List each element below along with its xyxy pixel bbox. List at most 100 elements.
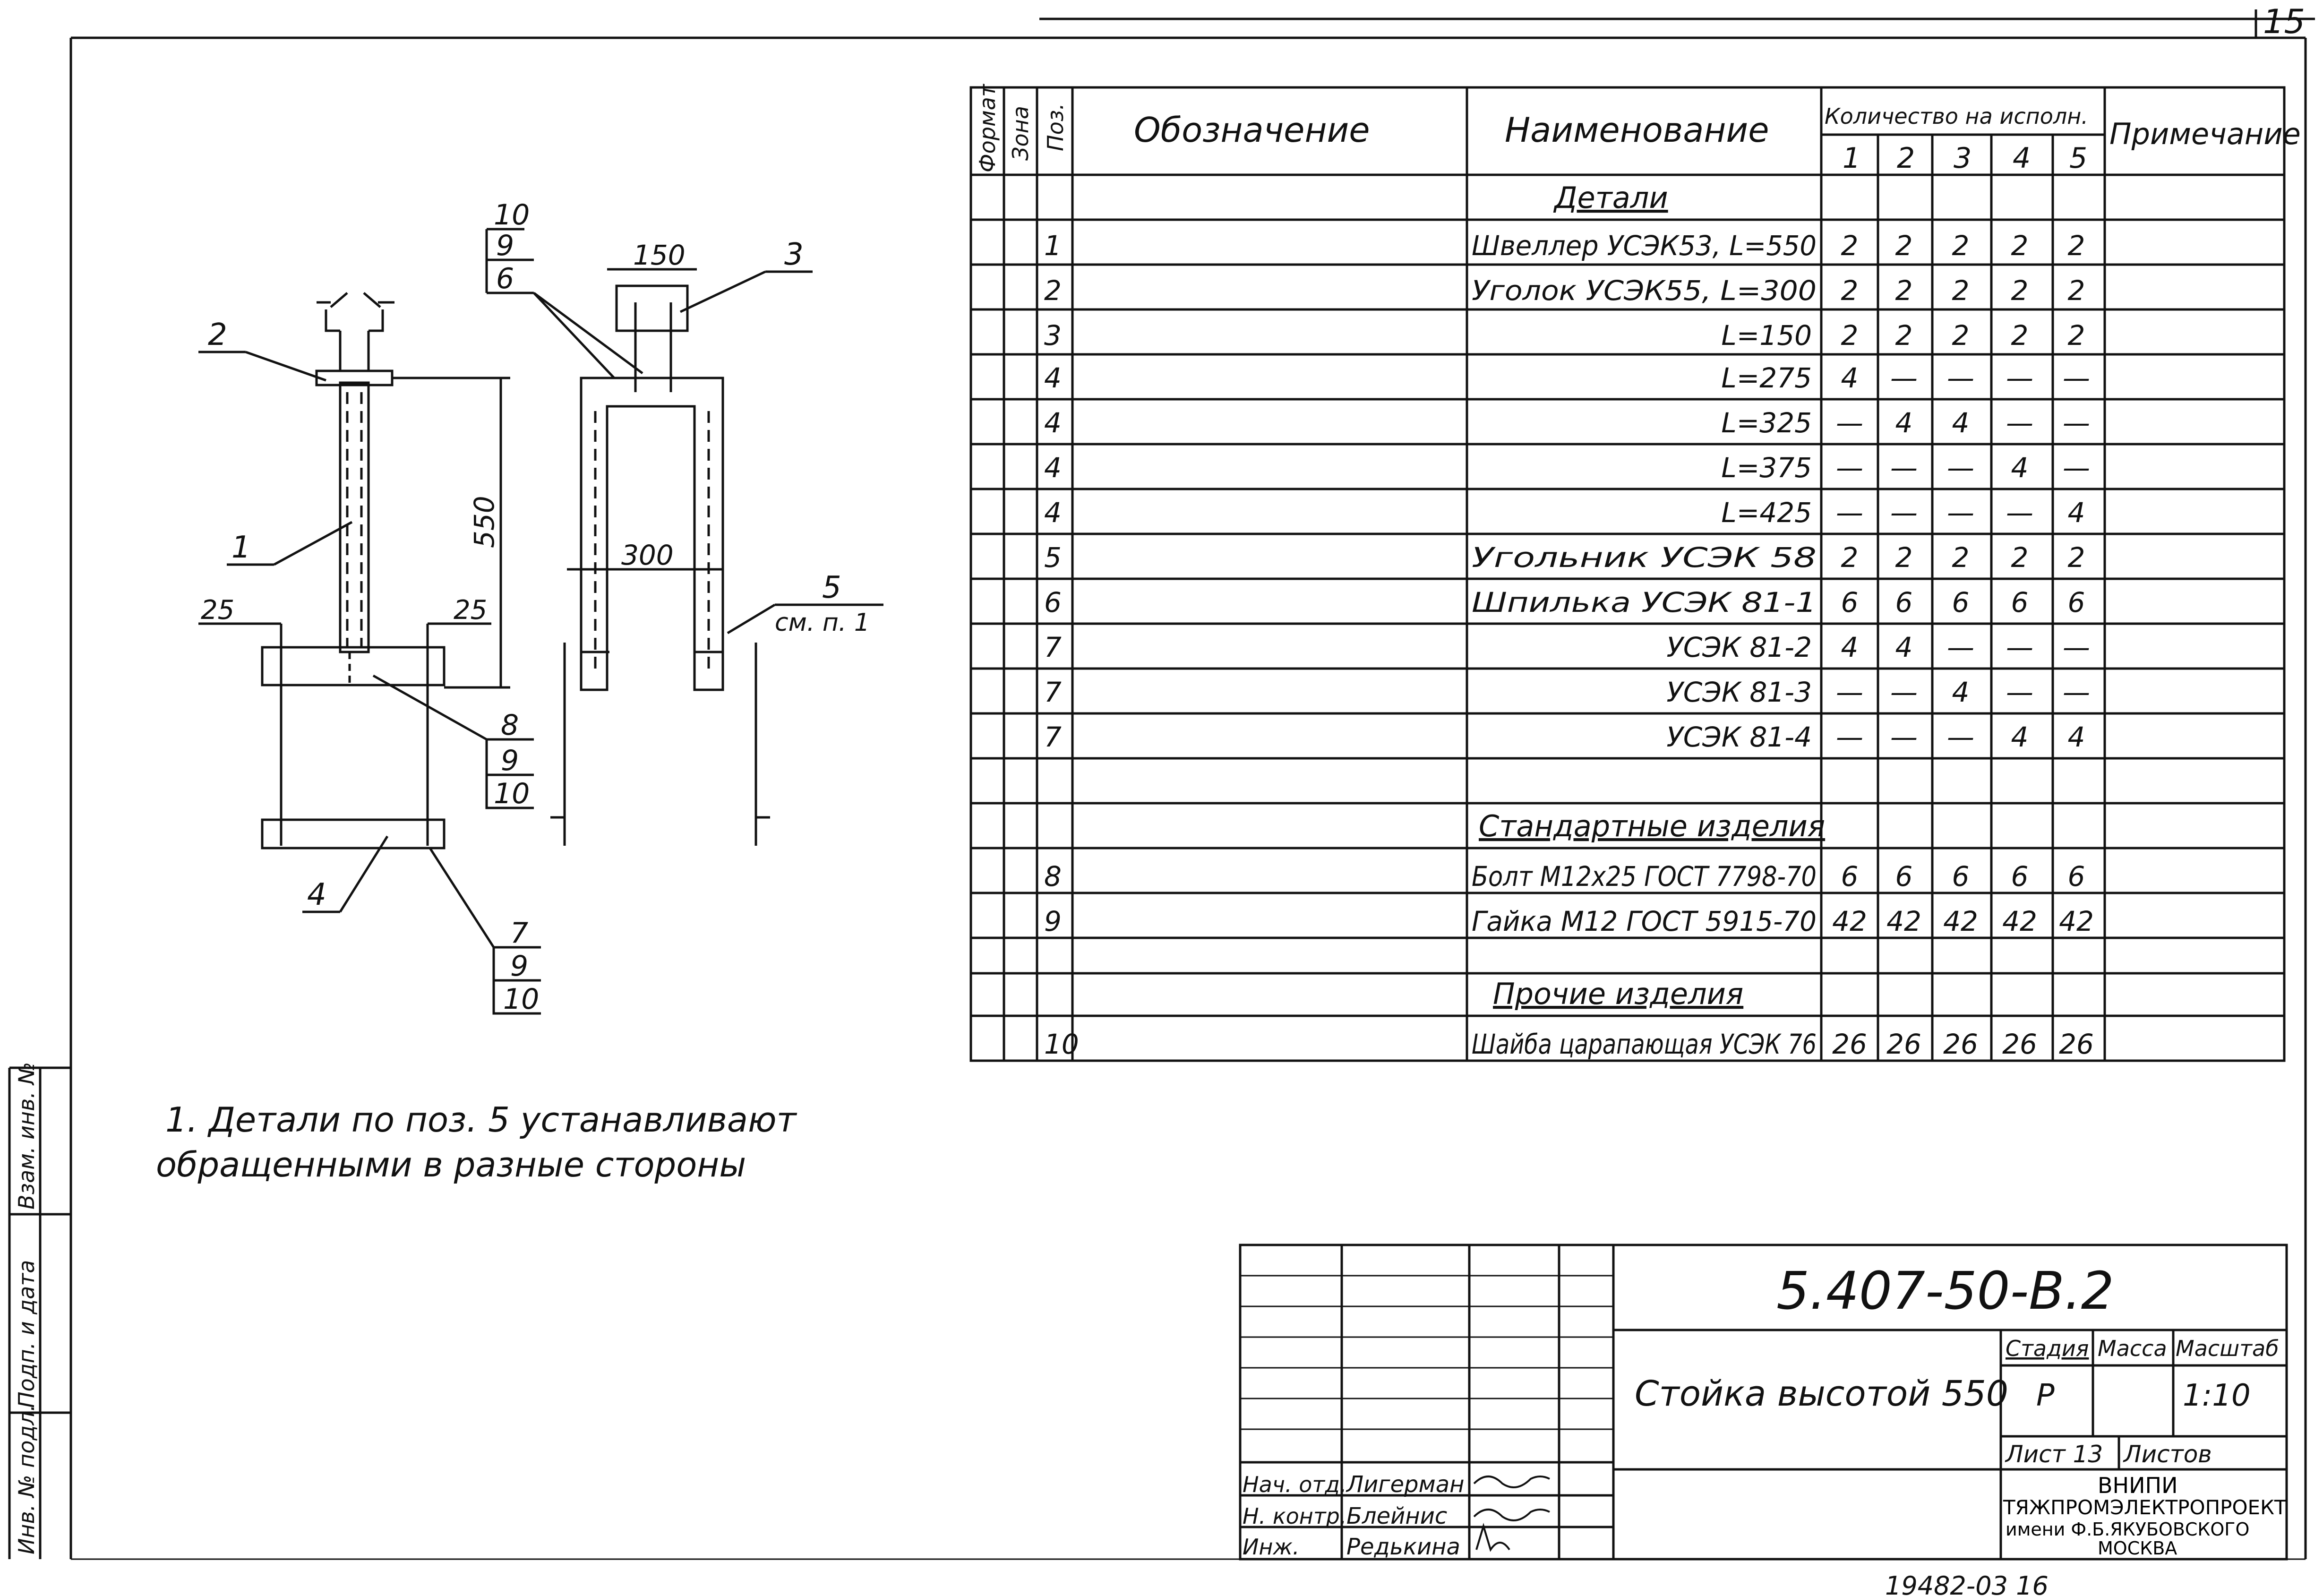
callout-bot-3: 10 xyxy=(503,983,539,1016)
row-qty: — xyxy=(2063,362,2090,394)
row-pos: 7 xyxy=(1044,631,1062,663)
row-qty: — xyxy=(1836,407,1863,439)
row-qty: 2 xyxy=(1841,275,1859,307)
row-qty: 2 xyxy=(1841,319,1859,352)
signer-1-role: Нач. отд. xyxy=(1243,1472,1347,1497)
row-name: Уголок УСЭК55, L=300 xyxy=(1472,275,1817,307)
row-qty: 4 xyxy=(1895,407,1913,439)
row-name: Шпилька УСЭК 81-1 xyxy=(1472,586,1817,618)
variant-header-5: 5 xyxy=(2069,142,2087,175)
dim-25-left: 25 xyxy=(201,595,234,626)
note-line-2: обращенными в разные стороны xyxy=(156,1145,746,1184)
row-qty: — xyxy=(1947,497,1974,529)
row-qty: — xyxy=(2063,407,2090,439)
callout-top-3: 6 xyxy=(496,262,514,295)
row-qty: — xyxy=(2063,631,2090,663)
row-qty: 2 xyxy=(2011,275,2029,307)
row-qty: 4 xyxy=(1952,676,1970,708)
mass-label: Масса xyxy=(2098,1336,2167,1361)
row-qty: 6 xyxy=(1841,586,1859,618)
hdr-note: Примечание xyxy=(2109,117,2301,151)
row-qty: — xyxy=(1890,497,1918,529)
row-qty: — xyxy=(2006,362,2033,394)
row-qty: 2 xyxy=(2011,541,2029,574)
row-qty: 2 xyxy=(2011,230,2029,262)
row-qty: 4 xyxy=(2068,497,2085,529)
stand-drawing xyxy=(198,228,883,1015)
row-qty: — xyxy=(1947,362,1974,394)
hdr-pos: Поз. xyxy=(1043,103,1068,151)
row-qty: 26 xyxy=(1832,1028,1867,1060)
row-qty: — xyxy=(1947,452,1974,484)
row-name: УСЭК 81-3 xyxy=(1666,676,1812,708)
row-pos: 3 xyxy=(1044,319,1062,352)
row-qty: — xyxy=(1890,362,1918,394)
row-qty: 6 xyxy=(1895,860,1913,892)
row-pos: 4 xyxy=(1044,362,1062,394)
row-qty: 2 xyxy=(2068,275,2085,307)
row-qty: 2 xyxy=(2068,230,2085,262)
side-stamp xyxy=(8,1066,71,1559)
signer-3-name: Редькина xyxy=(1346,1534,1460,1560)
row-qty: 6 xyxy=(2011,860,2029,892)
row-qty: 4 xyxy=(2011,721,2029,753)
callout-mid-3: 10 xyxy=(494,777,530,810)
row-qty: 6 xyxy=(1952,860,1970,892)
variant-header-1: 1 xyxy=(1843,142,1860,175)
row-qty: 2 xyxy=(1841,541,1859,574)
title-block-grid xyxy=(1239,1244,2288,1561)
hdr-designation: Обозначение xyxy=(1134,110,1370,150)
row-qty: 6 xyxy=(2068,860,2085,892)
dim-300: 300 xyxy=(621,539,674,571)
row-qty: 42 xyxy=(1943,905,1978,937)
row-qty: — xyxy=(1890,676,1918,708)
row-qty: — xyxy=(1890,452,1918,484)
stage-label: Стадия xyxy=(2006,1336,2089,1361)
row-qty: — xyxy=(2063,452,2090,484)
callout-4: 4 xyxy=(307,877,326,912)
row-name: L=150 xyxy=(1721,319,1812,352)
row-pos: 9 xyxy=(1044,905,1062,937)
row-qty: 2 xyxy=(1841,230,1859,262)
row-pos: 4 xyxy=(1044,452,1062,484)
callout-2: 2 xyxy=(208,317,227,352)
signer-3-role: Инж. xyxy=(1243,1534,1300,1560)
callout-mid-2: 9 xyxy=(501,744,519,777)
stamp-original-inv: Инв. № подл. xyxy=(14,1405,39,1554)
section-other: Прочие изделия xyxy=(1493,977,1743,1011)
callout-5: 5 xyxy=(822,570,841,605)
signature-marks xyxy=(1473,1476,1550,1552)
scale-label: Масштаб xyxy=(2176,1336,2279,1361)
sheet-label: Лист 13 xyxy=(2005,1441,2103,1468)
row-qty: 6 xyxy=(2068,586,2085,618)
doc-title: Стойка высотой 550 xyxy=(1635,1373,2008,1414)
row-pos: 7 xyxy=(1044,721,1062,753)
row-qty: 2 xyxy=(2068,319,2085,352)
sheet-number: 15 xyxy=(2263,2,2305,41)
row-qty: 2 xyxy=(1895,319,1913,352)
row-qty: 26 xyxy=(2059,1028,2094,1060)
hdr-qty: Количество на исполн. xyxy=(1825,103,2088,129)
row-name: УСЭК 81-2 xyxy=(1666,631,1812,663)
row-qty: — xyxy=(1890,721,1918,753)
row-qty: 4 xyxy=(1895,631,1913,663)
callout-3: 3 xyxy=(784,237,804,272)
row-qty: — xyxy=(1836,721,1863,753)
row-qty: — xyxy=(2063,676,2090,708)
row-qty: — xyxy=(2006,497,2033,529)
variant-header-2: 2 xyxy=(1897,142,1915,175)
row-qty: 6 xyxy=(2011,586,2029,618)
row-qty: 26 xyxy=(1943,1028,1978,1060)
row-qty: — xyxy=(1947,721,1974,753)
variant-header-3: 3 xyxy=(1954,142,1972,175)
row-qty: 2 xyxy=(2068,541,2085,574)
row-name: L=275 xyxy=(1721,362,1812,394)
row-qty: — xyxy=(1947,631,1974,663)
section-standard: Стандартные изделия xyxy=(1479,809,1825,843)
dim-25-right: 25 xyxy=(454,595,487,626)
row-qty: 2 xyxy=(1952,275,1970,307)
row-qty: 6 xyxy=(1841,860,1859,892)
row-qty: 4 xyxy=(1841,362,1859,394)
